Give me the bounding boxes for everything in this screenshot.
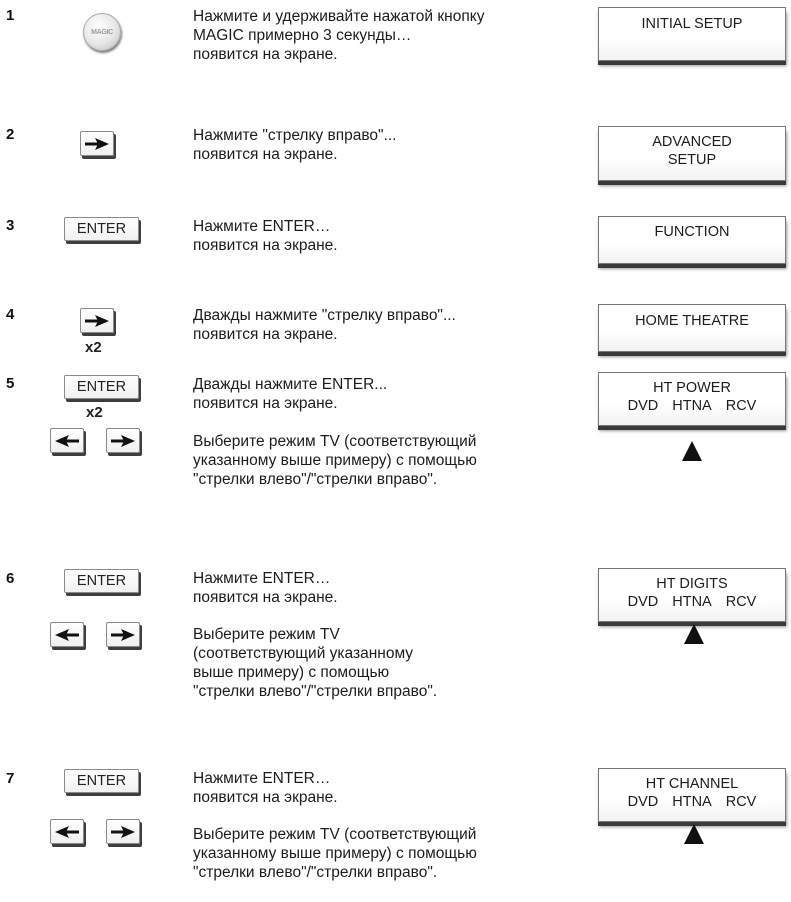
left-arrow-icon — [50, 622, 84, 647]
enter-key-icon: ENTER — [64, 217, 139, 241]
step-instruction-select: Выберите режим TV (соответствующий указа… — [193, 626, 438, 700]
step-number: 1 — [6, 7, 15, 24]
step-instruction-select: Выберите режим TV (соответствующий указа… — [193, 826, 477, 881]
enter-key-icon: ENTER — [64, 375, 139, 399]
step-instruction: Дважды нажмите ENTER... появится на экра… — [193, 376, 388, 412]
step-number: 2 — [6, 126, 15, 143]
step-number: 6 — [6, 570, 15, 587]
triangle-pointer-icon — [682, 441, 702, 461]
step-instruction: Нажмите ENTER… появится на экране. — [193, 570, 338, 606]
press-twice-label: x2 — [85, 339, 102, 356]
screen-display: HT CHANNEL DVD HTNA RCV — [598, 768, 786, 822]
option-dvd: DVD — [627, 398, 659, 414]
step-instruction: Нажмите "стрелку вправо"... появится на … — [193, 127, 397, 163]
screen-display: HT POWER DVD HTNA RCV — [598, 372, 786, 426]
press-twice-label: x2 — [86, 404, 103, 421]
enter-key-icon: ENTER — [64, 569, 139, 593]
right-arrow-icon — [80, 131, 114, 156]
step-instruction: Нажмите ENTER… появится на экране. — [193, 770, 338, 806]
right-arrow-icon — [106, 622, 140, 647]
screen-display: FUNCTION — [598, 216, 786, 264]
option-rcv: RCV — [725, 398, 757, 414]
step-instruction: Дважды нажмите "стрелку вправо"... появи… — [193, 307, 456, 343]
step-instruction: Нажмите и удерживайте нажатой кнопку MAG… — [193, 8, 485, 63]
triangle-pointer-icon — [684, 624, 704, 644]
screen-options: DVD HTNA RCV — [599, 793, 785, 811]
option-dvd: DVD — [627, 594, 659, 610]
step-number: 5 — [6, 375, 15, 392]
option-htna: HTNA — [672, 794, 712, 810]
screen-display: HT DIGITS DVD HTNA RCV — [598, 568, 786, 622]
step-number: 7 — [6, 770, 15, 787]
step-instruction: Нажмите ENTER… появится на экране. — [193, 218, 338, 254]
option-rcv: RCV — [725, 794, 757, 810]
screen-options: DVD HTNA RCV — [599, 593, 785, 611]
step-number: 4 — [6, 306, 15, 323]
magic-key-icon: MAGIC — [83, 13, 121, 51]
screen-options: DVD HTNA RCV — [599, 397, 785, 415]
enter-key-icon: ENTER — [64, 769, 139, 793]
step-instruction-select: Выберите режим TV (соответствующий указа… — [193, 433, 477, 488]
left-arrow-icon — [50, 428, 84, 453]
right-arrow-icon — [106, 428, 140, 453]
step-number: 3 — [6, 217, 15, 234]
option-htna: HTNA — [672, 594, 712, 610]
screen-display: INITIAL SETUP — [598, 7, 786, 61]
right-arrow-icon — [106, 819, 140, 844]
option-rcv: RCV — [725, 594, 757, 610]
option-htna: HTNA — [672, 398, 712, 414]
option-dvd: DVD — [627, 794, 659, 810]
screen-display: ADVANCED SETUP — [598, 126, 786, 181]
screen-display: HOME THEATRE — [598, 304, 786, 352]
triangle-pointer-icon — [684, 824, 704, 844]
left-arrow-icon — [50, 819, 84, 844]
right-arrow-icon — [80, 308, 114, 333]
